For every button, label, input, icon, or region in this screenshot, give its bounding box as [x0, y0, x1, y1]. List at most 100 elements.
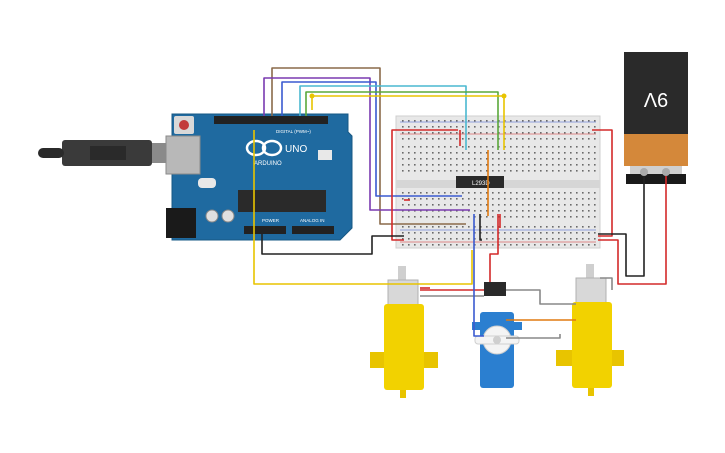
- breadboard-hole[interactable]: [582, 138, 584, 140]
- breadboard-hole[interactable]: [432, 158, 434, 160]
- breadboard-hole[interactable]: [432, 132, 434, 134]
- breadboard-hole[interactable]: [414, 244, 416, 246]
- battery-terminal-positive[interactable]: [662, 168, 670, 176]
- breadboard-hole[interactable]: [444, 244, 446, 246]
- servo-connector[interactable]: [484, 282, 506, 296]
- analog-header[interactable]: [292, 226, 334, 234]
- breadboard-hole[interactable]: [534, 120, 536, 122]
- breadboard-hole[interactable]: [456, 244, 458, 246]
- breadboard-hole[interactable]: [468, 126, 470, 128]
- breadboard-hole[interactable]: [414, 152, 416, 154]
- breadboard-hole[interactable]: [444, 152, 446, 154]
- breadboard-hole[interactable]: [462, 232, 464, 234]
- breadboard-hole[interactable]: [534, 232, 536, 234]
- breadboard-hole[interactable]: [462, 170, 464, 172]
- breadboard-hole[interactable]: [522, 138, 524, 140]
- breadboard-hole[interactable]: [576, 232, 578, 234]
- breadboard-hole[interactable]: [432, 198, 434, 200]
- breadboard-hole[interactable]: [486, 244, 488, 246]
- breadboard-hole[interactable]: [456, 238, 458, 240]
- breadboard-hole[interactable]: [432, 226, 434, 228]
- breadboard-hole[interactable]: [510, 138, 512, 140]
- breadboard-hole[interactable]: [540, 120, 542, 122]
- breadboard-hole[interactable]: [492, 132, 494, 134]
- breadboard-hole[interactable]: [516, 226, 518, 228]
- breadboard-hole[interactable]: [462, 164, 464, 166]
- breadboard-hole[interactable]: [462, 226, 464, 228]
- breadboard-hole[interactable]: [474, 138, 476, 140]
- breadboard-hole[interactable]: [522, 132, 524, 134]
- breadboard-hole[interactable]: [468, 170, 470, 172]
- breadboard-hole[interactable]: [594, 158, 596, 160]
- breadboard-hole[interactable]: [498, 204, 500, 206]
- breadboard-hole[interactable]: [552, 158, 554, 160]
- breadboard-hole[interactable]: [528, 170, 530, 172]
- breadboard-hole[interactable]: [510, 226, 512, 228]
- breadboard-hole[interactable]: [510, 192, 512, 194]
- breadboard-hole[interactable]: [516, 164, 518, 166]
- breadboard-hole[interactable]: [450, 170, 452, 172]
- breadboard-hole[interactable]: [492, 210, 494, 212]
- wire-red-rail-right[interactable]: [592, 129, 613, 237]
- breadboard-hole[interactable]: [438, 158, 440, 160]
- breadboard-hole[interactable]: [492, 152, 494, 154]
- breadboard-hole[interactable]: [540, 226, 542, 228]
- breadboard-hole[interactable]: [594, 232, 596, 234]
- breadboard-hole[interactable]: [468, 164, 470, 166]
- breadboard-hole[interactable]: [444, 232, 446, 234]
- breadboard-hole[interactable]: [570, 244, 572, 246]
- breadboard-hole[interactable]: [408, 204, 410, 206]
- breadboard-hole[interactable]: [528, 192, 530, 194]
- breadboard-hole[interactable]: [408, 164, 410, 166]
- breadboard-hole[interactable]: [480, 170, 482, 172]
- breadboard-hole[interactable]: [420, 198, 422, 200]
- breadboard-hole[interactable]: [408, 216, 410, 218]
- breadboard-hole[interactable]: [444, 216, 446, 218]
- breadboard-hole[interactable]: [504, 198, 506, 200]
- breadboard-hole[interactable]: [528, 238, 530, 240]
- breadboard-hole[interactable]: [540, 232, 542, 234]
- breadboard-hole[interactable]: [498, 192, 500, 194]
- breadboard-hole[interactable]: [588, 158, 590, 160]
- breadboard-hole[interactable]: [420, 158, 422, 160]
- breadboard-hole[interactable]: [504, 152, 506, 154]
- breadboard-hole[interactable]: [504, 238, 506, 240]
- breadboard-hole[interactable]: [414, 126, 416, 128]
- breadboard-hole[interactable]: [546, 192, 548, 194]
- breadboard-hole[interactable]: [564, 158, 566, 160]
- breadboard-hole[interactable]: [450, 232, 452, 234]
- breadboard-hole[interactable]: [582, 170, 584, 172]
- battery-9v[interactable]: 9V: [624, 52, 688, 184]
- breadboard-hole[interactable]: [438, 238, 440, 240]
- servo-motor[interactable]: [472, 282, 522, 388]
- breadboard-hole[interactable]: [432, 170, 434, 172]
- wire-gray-motor-right[interactable]: [600, 277, 613, 290]
- breadboard-hole[interactable]: [504, 244, 506, 246]
- breadboard-hole[interactable]: [468, 152, 470, 154]
- breadboard-hole[interactable]: [516, 244, 518, 246]
- breadboard-hole[interactable]: [564, 152, 566, 154]
- breadboard-hole[interactable]: [480, 120, 482, 122]
- wire-black-gnd[interactable]: [261, 232, 404, 255]
- breadboard-hole[interactable]: [408, 244, 410, 246]
- wire-cyan[interactable]: [299, 85, 467, 150]
- breadboard-hole[interactable]: [468, 138, 470, 140]
- breadboard-hole[interactable]: [594, 238, 596, 240]
- breadboard-hole[interactable]: [540, 158, 542, 160]
- breadboard-hole[interactable]: [414, 238, 416, 240]
- breadboard-hole[interactable]: [516, 210, 518, 212]
- breadboard-hole[interactable]: [462, 132, 464, 134]
- breadboard-hole[interactable]: [552, 126, 554, 128]
- breadboard-hole[interactable]: [492, 192, 494, 194]
- breadboard-hole[interactable]: [564, 226, 566, 228]
- breadboard-hole[interactable]: [540, 146, 542, 148]
- breadboard-hole[interactable]: [540, 152, 542, 154]
- breadboard-hole[interactable]: [432, 204, 434, 206]
- breadboard-hole[interactable]: [444, 120, 446, 122]
- breadboard-hole[interactable]: [510, 238, 512, 240]
- wire-blue[interactable]: [281, 81, 462, 197]
- breadboard-hole[interactable]: [540, 238, 542, 240]
- breadboard-hole[interactable]: [576, 158, 578, 160]
- breadboard-hole[interactable]: [498, 164, 500, 166]
- breadboard-hole[interactable]: [516, 152, 518, 154]
